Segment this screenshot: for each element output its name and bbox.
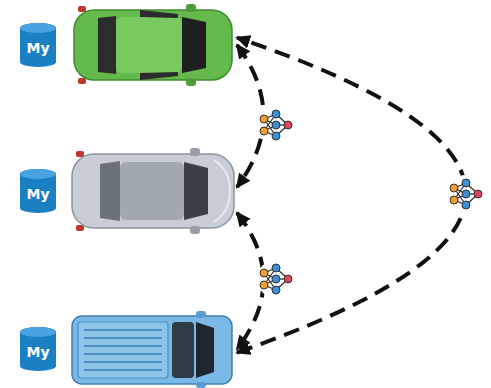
database-label: My bbox=[20, 40, 56, 56]
database-car-node: My bbox=[20, 314, 234, 384]
green-car bbox=[74, 4, 232, 86]
grey-car bbox=[72, 148, 234, 234]
neural-net-icon bbox=[256, 259, 296, 299]
database-car-node: My bbox=[20, 152, 234, 230]
database-label: My bbox=[20, 186, 56, 202]
database-car-node: My bbox=[20, 8, 234, 82]
database-label: My bbox=[20, 344, 56, 360]
blue-pickup bbox=[72, 311, 232, 388]
database-cylinder: My bbox=[20, 327, 56, 371]
neural-net-icon bbox=[446, 174, 486, 214]
dashed-arrow bbox=[237, 38, 466, 353]
neural-net-icon bbox=[256, 105, 296, 145]
database-cylinder: My bbox=[20, 23, 56, 67]
database-cylinder: My bbox=[20, 169, 56, 213]
